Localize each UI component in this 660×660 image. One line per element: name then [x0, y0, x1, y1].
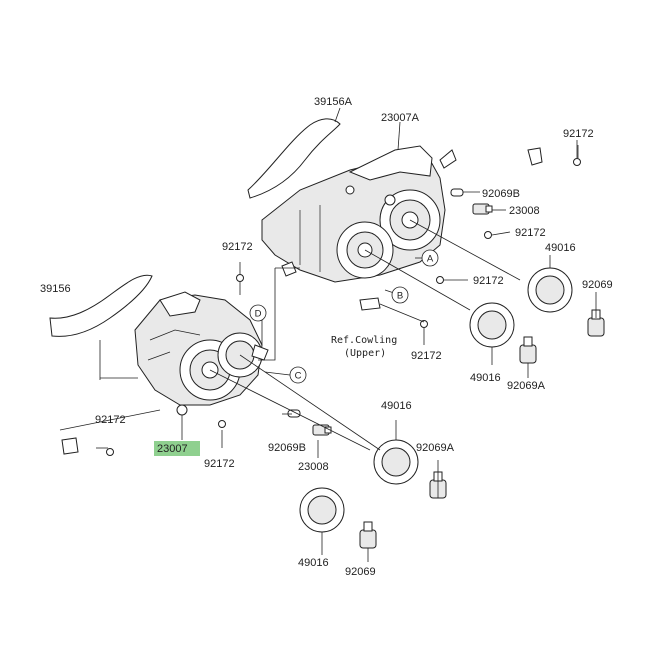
ref-cowling-line2: (Upper)	[344, 348, 386, 359]
bulb-center	[519, 336, 537, 364]
label-92069a-center: 92069A	[507, 380, 546, 392]
label-49016-low-right: 49016	[381, 400, 412, 412]
seal-low-right	[373, 439, 419, 485]
callout-d: D	[249, 304, 267, 322]
label-92172-lower-left: 92172	[95, 414, 126, 426]
label-49016-center: 49016	[470, 372, 501, 384]
label-92069b-top: 92069B	[482, 188, 520, 200]
bulb-bottom	[359, 521, 377, 549]
label-92069-top-right: 92069	[582, 279, 613, 291]
callout-c-label: C	[295, 371, 302, 382]
bulb-small-lower	[287, 409, 301, 418]
bulb-small-upper	[450, 188, 464, 197]
rubber-strip-lower	[49, 274, 153, 337]
label-23007: 23007	[157, 443, 188, 455]
label-23008-low: 23008	[298, 461, 329, 473]
label-39156a: 39156A	[314, 96, 353, 108]
label-92069a-low-right: 92069A	[416, 442, 455, 454]
rubber-strip-upper	[247, 118, 341, 199]
highlight-main-part	[154, 441, 200, 456]
socket-upper	[472, 203, 493, 215]
screw-mid	[484, 231, 492, 239]
callout-a: A	[421, 249, 439, 267]
screw-lower	[218, 420, 226, 428]
label-92172-ref: 92172	[411, 350, 442, 362]
label-49016-top-right: 49016	[545, 242, 576, 254]
callout-d-label: D	[255, 309, 262, 320]
label-92069b-low: 92069B	[268, 442, 306, 454]
callout-a-label: A	[427, 254, 434, 265]
socket-lower	[312, 424, 332, 436]
label-23008-top: 23008	[509, 205, 540, 217]
label-92172-upper-left: 92172	[222, 241, 253, 253]
ref-cowling-line1: Ref.Cowling	[331, 335, 397, 346]
callout-b-label: B	[397, 291, 403, 302]
label-92069-bottom: 92069	[345, 566, 376, 578]
seal-center	[469, 302, 515, 348]
label-49016-bottom: 49016	[298, 557, 329, 569]
label-92172-top-right: 92172	[563, 128, 594, 140]
seal-bottom	[299, 487, 345, 533]
callout-c: C	[289, 366, 307, 384]
seal-top-right	[527, 267, 573, 313]
callout-b: B	[391, 286, 409, 304]
screw-lower-left	[61, 437, 114, 456]
screw-upper-left	[236, 274, 244, 282]
label-92172-lower: 92172	[204, 458, 235, 470]
label-92172-center: 92172	[473, 275, 504, 287]
screw-center	[436, 276, 444, 284]
main-headlight-assembly	[134, 291, 269, 416]
label-39156: 39156	[40, 283, 71, 295]
screw-top-right	[527, 145, 581, 166]
label-23007a: 23007A	[381, 112, 420, 124]
label-92172-mid: 92172	[515, 227, 546, 239]
clip-ref	[359, 297, 428, 328]
